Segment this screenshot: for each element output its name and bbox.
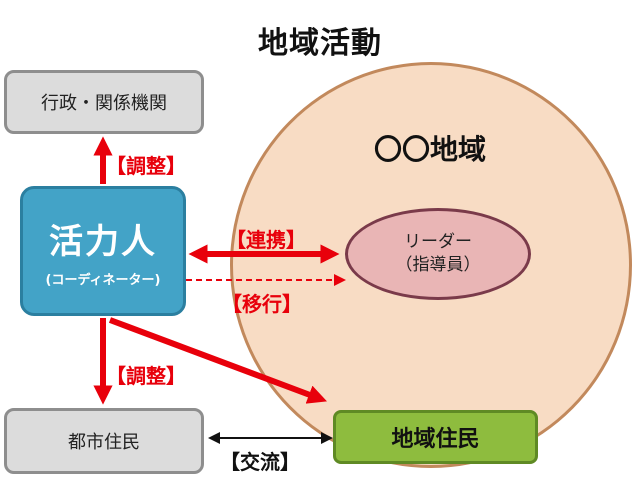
government-box: 行政・関係機関 <box>4 70 204 134</box>
leader-ellipse: リーダー （指導員） <box>345 208 531 300</box>
transfer-label: 【移行】 <box>222 292 302 316</box>
diagram-title: 地域活動 <box>258 26 382 61</box>
residents-arrow <box>108 317 327 404</box>
leader-title: リーダー <box>404 232 472 253</box>
katsuryoku-box: 活力人 (コーディネーター) <box>20 186 186 316</box>
local-residents-label: 地域住民 <box>391 427 480 452</box>
urban-citizens-box: 都市住民 <box>4 408 204 474</box>
katsuryoku-role: (コーディネーター) <box>45 273 161 288</box>
leader-role: （指導員） <box>395 255 481 275</box>
local-residents-box: 地域住民 <box>333 410 538 464</box>
government-label: 行政・関係機関 <box>41 93 167 114</box>
region-name: 〇〇地域 <box>373 133 486 166</box>
adjust-label-bottom: 【調整】 <box>106 364 186 388</box>
exchange-label: 【交流】 <box>220 450 300 474</box>
urban-citizens-label: 都市住民 <box>68 432 140 453</box>
adjust-label-top: 【調整】 <box>106 154 186 178</box>
katsuryoku-name: 活力人 <box>49 222 157 262</box>
coop-label: 【連携】 <box>226 228 306 252</box>
